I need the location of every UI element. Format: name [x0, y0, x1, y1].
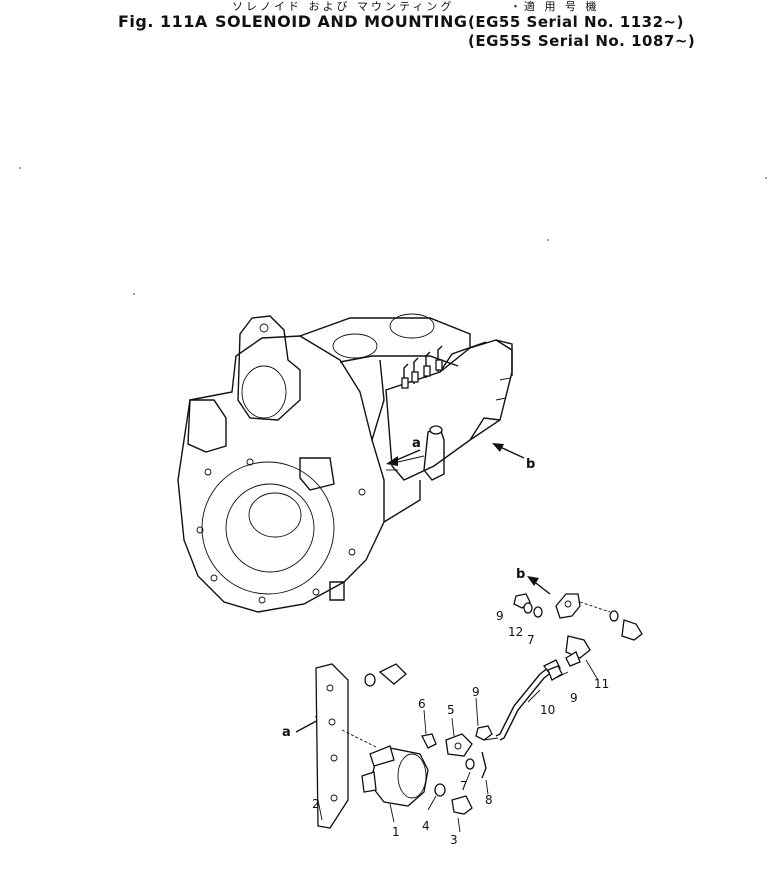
- japanese-title: ソレノイド および マウンティング: [232, 0, 455, 13]
- view-letter-a-bracket: a: [282, 725, 291, 740]
- bolt-right: [621, 619, 643, 641]
- callout-11: 11: [594, 677, 609, 691]
- callout-5: 5: [447, 703, 455, 717]
- bracket-2: [315, 663, 379, 829]
- figure-title: SOLENOID AND MOUNTING: [215, 12, 468, 31]
- bolt-bracket: [378, 663, 407, 685]
- callout-9-lower: 9: [472, 685, 480, 699]
- callout-9-upper: 9: [496, 609, 504, 623]
- washer-12: [523, 602, 533, 614]
- spring-washer-7-lower: [465, 758, 475, 770]
- serial-line-2: (EG55S Serial No. 1087~): [468, 32, 696, 50]
- callout-2: 2: [312, 797, 320, 811]
- ball-joint-11: [565, 635, 591, 659]
- applicable-models-label: ・適 用 号 機: [510, 0, 600, 13]
- callout-7-upper: 7: [527, 633, 535, 647]
- washer-bracket: [364, 673, 376, 687]
- view-letter-a-engine: a: [412, 436, 421, 451]
- nut-9-lower: [475, 725, 493, 741]
- callout-12: 12: [508, 625, 523, 639]
- nut-9-rod: [547, 665, 563, 681]
- figure-number: Fig. 111A: [118, 12, 208, 31]
- spring-washer-7-upper: [533, 606, 543, 618]
- callout-7-lower: 7: [460, 779, 468, 793]
- engine-assembly-illustration: [177, 313, 513, 613]
- washer-4: [434, 783, 446, 797]
- view-arrow-b-engine: b: [492, 443, 535, 472]
- cotter-pin-8: [481, 751, 487, 779]
- upper-linkage-parts: [513, 593, 643, 667]
- injection-pipes: [401, 345, 443, 389]
- callout-8: 8: [485, 793, 493, 807]
- callout-10: 10: [540, 703, 555, 717]
- view-arrow-b-detail: b: [516, 567, 551, 595]
- view-arrow-a-engine: a: [386, 436, 421, 466]
- lever-plate: [555, 593, 581, 619]
- callout-4: 4: [422, 819, 430, 833]
- view-letter-b-engine: b: [526, 457, 535, 472]
- bolt-3: [451, 795, 473, 815]
- leader-lines: [317, 659, 599, 833]
- serial-line-1: (EG55 Serial No. 1132~): [468, 13, 684, 31]
- washer-right: [609, 610, 619, 622]
- flywheel-bolt-holes: [196, 458, 366, 604]
- bolt-6: [421, 733, 437, 749]
- callout-6: 6: [418, 697, 426, 711]
- callout-3: 3: [450, 833, 458, 847]
- view-letter-b-detail: b: [516, 567, 525, 582]
- callout-1: 1: [392, 825, 400, 839]
- callout-9-rod: 9: [570, 691, 578, 705]
- solenoid-1: [361, 745, 429, 807]
- block-5: [445, 733, 473, 757]
- part-callouts: 1 2 3 4 5 6 7 7 8 9 9 9 10 11 12: [312, 609, 609, 847]
